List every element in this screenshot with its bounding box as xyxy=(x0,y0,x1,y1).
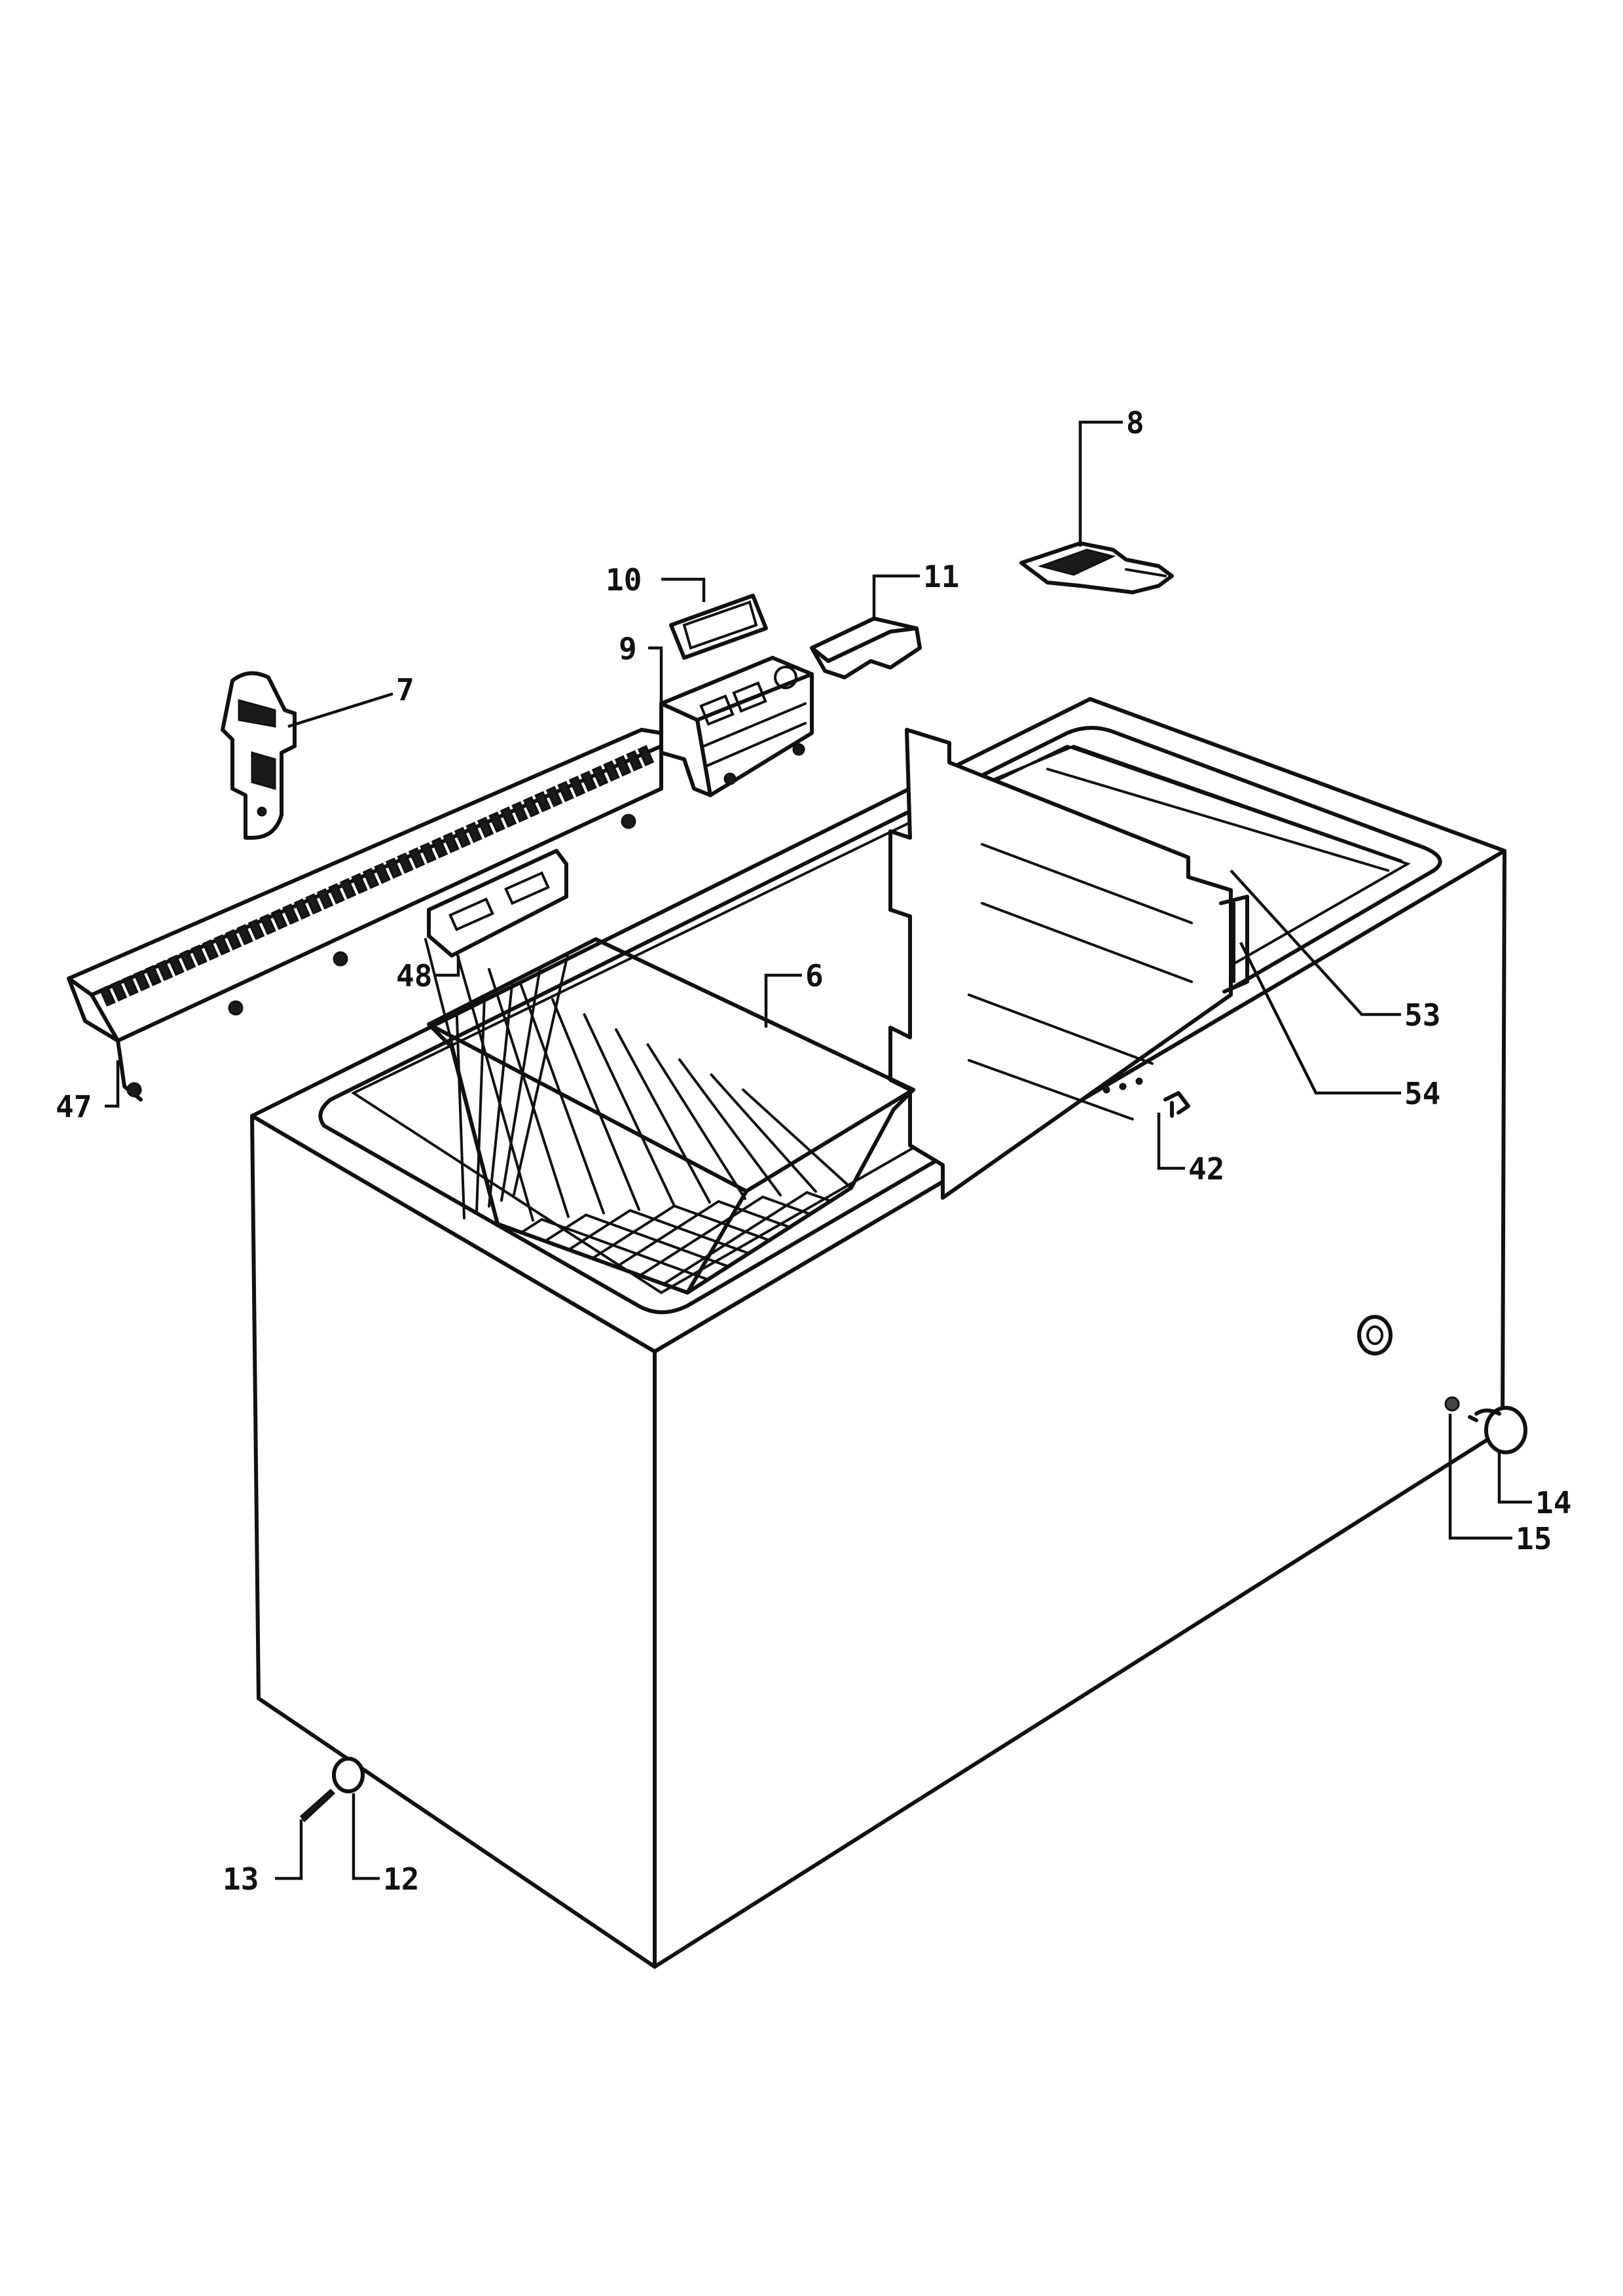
foot-and-screw xyxy=(299,1757,365,1823)
freezer-cabinet xyxy=(250,697,1506,1969)
clip-part xyxy=(1163,1091,1190,1118)
hinge xyxy=(221,671,297,840)
label-13: 13 xyxy=(223,1861,259,1897)
partition-panel xyxy=(888,728,1249,1200)
label-8: 8 xyxy=(1126,405,1144,440)
label-48: 48 xyxy=(396,958,432,994)
indicator-window xyxy=(669,594,768,660)
part-labels: 8 10 11 9 7 48 6 47 53 54 42 14 15 13 12 xyxy=(56,405,1571,1897)
label-14: 14 xyxy=(1535,1485,1571,1520)
label-53: 53 xyxy=(1404,997,1440,1033)
label-10: 10 xyxy=(606,562,642,598)
handle-grip xyxy=(427,849,568,958)
label-15: 15 xyxy=(1516,1521,1552,1556)
leader-lines xyxy=(105,420,1532,1880)
label-42: 42 xyxy=(1188,1151,1224,1187)
label-7: 7 xyxy=(396,672,414,708)
label-9: 9 xyxy=(619,631,637,666)
lock-part xyxy=(1019,541,1174,594)
cover-plate xyxy=(810,617,922,679)
label-47: 47 xyxy=(56,1089,92,1124)
label-12: 12 xyxy=(383,1861,419,1897)
control-box xyxy=(659,656,814,797)
thermostat-knob xyxy=(1444,1396,1527,1454)
handle-bar xyxy=(67,728,663,1102)
label-54: 54 xyxy=(1404,1076,1440,1111)
wire-basket xyxy=(424,937,915,1295)
label-6: 6 xyxy=(805,958,824,994)
label-11: 11 xyxy=(923,559,959,594)
